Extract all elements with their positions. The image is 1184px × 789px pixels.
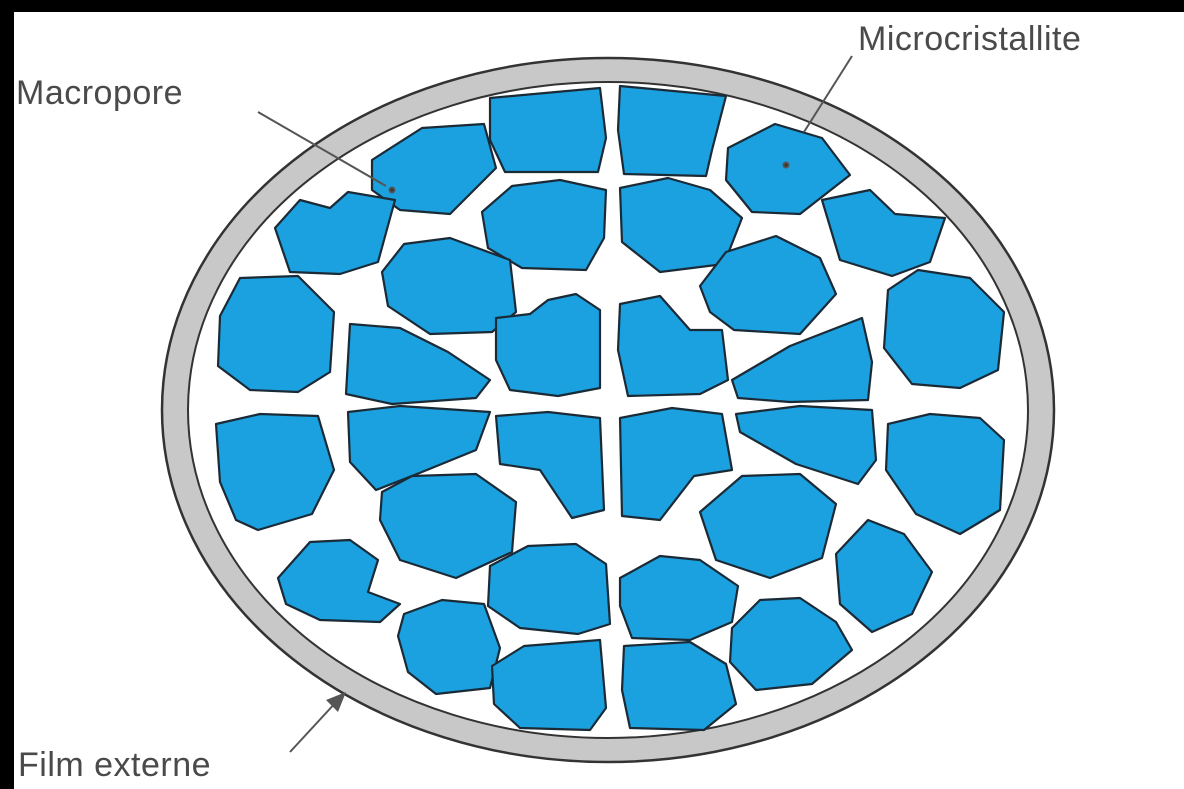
microcrystallite-11 bbox=[218, 276, 334, 392]
macropore-space bbox=[188, 82, 1028, 738]
macropore-label: Macropore bbox=[16, 74, 183, 113]
microcristallite-label: Microcristallite bbox=[858, 20, 1081, 59]
microcrystallite-1 bbox=[490, 88, 606, 172]
microcristallite-pointer-dot bbox=[784, 163, 789, 168]
film-leader-line bbox=[290, 700, 338, 752]
film-externe-label: Film externe bbox=[18, 746, 211, 785]
macropore-pointer-dot bbox=[390, 188, 395, 193]
microcrystallite-2 bbox=[618, 86, 726, 176]
